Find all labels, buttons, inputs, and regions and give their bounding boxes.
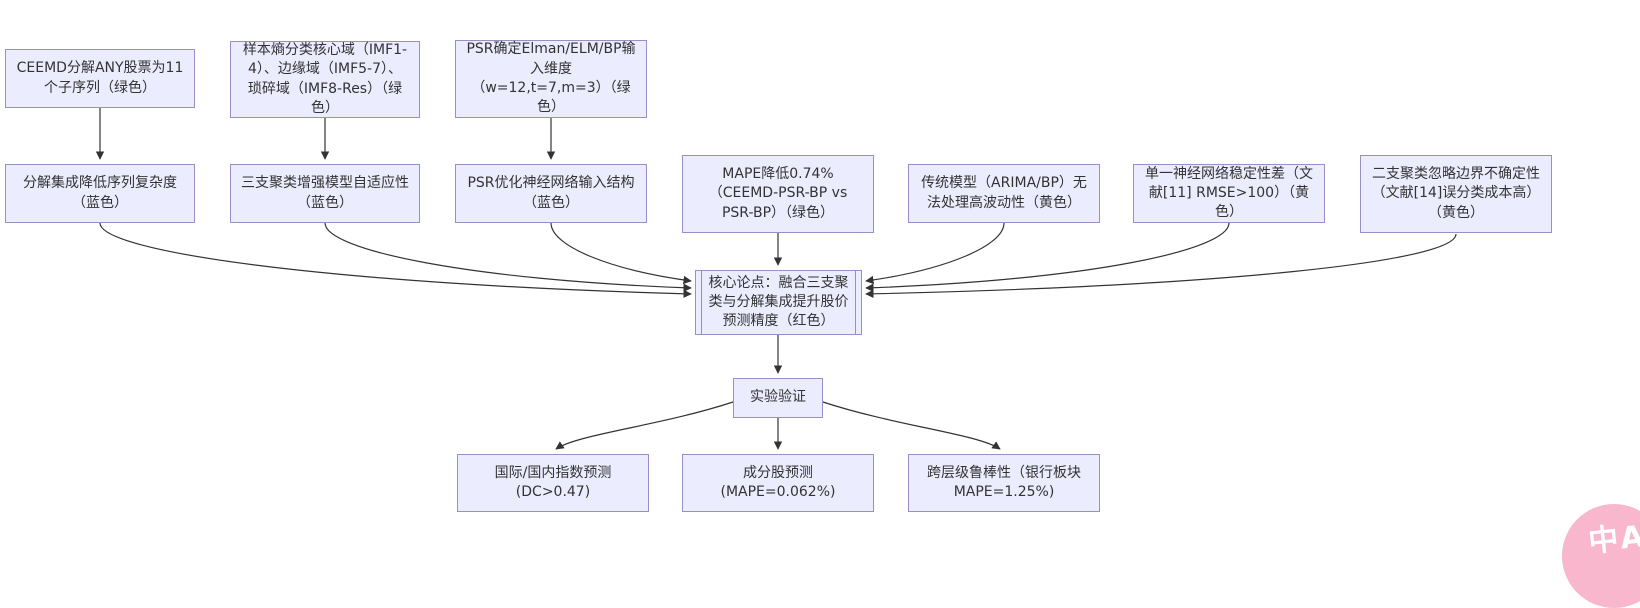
node-single-network-instability: 单一神经网络稳定性差（文献[11] RMSE>100）（黄色） — [1133, 164, 1325, 223]
node-core-thesis: 核心论点：融合三支聚类与分解集成提升股价预测精度（红色） — [695, 270, 862, 335]
translate-float-button[interactable]: 中A — [1562, 504, 1640, 608]
edge-b2-core — [324, 222, 692, 292]
node-psr-input-dimension: PSR确定Elman/ELM/BP输入维度（w=12,t=7,m=3）（绿色） — [455, 40, 647, 118]
node-mape-reduction: MAPE降低0.74%（CEEMD-PSR-BP vs PSR-BP）（绿色） — [682, 155, 874, 233]
node-ceemd-decompose: CEEMD分解ANY股票为11个子序列（绿色） — [5, 49, 195, 108]
node-psr-optimizes-input-structure: PSR优化神经网络输入结构（蓝色） — [455, 164, 647, 223]
node-traditional-model-limitation: 传统模型（ARIMA/BP）无法处理高波动性（黄色） — [908, 164, 1100, 223]
node-cross-level-robustness: 跨层级鲁棒性（银行板块MAPE=1.25%) — [908, 454, 1100, 512]
node-two-way-clustering-limitation: 二支聚类忽略边界不确定性（文献[14]误分类成本高）（黄色） — [1360, 155, 1552, 233]
node-experiment-validation: 实验验证 — [733, 378, 823, 418]
edge-b3-core — [550, 222, 692, 285]
edge-exp-c3 — [822, 401, 1001, 450]
flowchart-canvas: CEEMD分解ANY股票为11个子序列（绿色） 样本熵分类核心域（IMF1-4）… — [5, 40, 1640, 608]
node-index-prediction: 国际/国内指数预测 (DC>0.47) — [457, 454, 649, 512]
edge-b1-core — [99, 222, 692, 298]
node-three-way-clustering-adaptivity: 三支聚类增强模型自适应性（蓝色） — [230, 164, 420, 223]
node-decomposition-reduces-complexity: 分解集成降低序列复杂度（蓝色） — [5, 164, 195, 223]
edge-exp-c1 — [555, 401, 734, 450]
node-sample-entropy-domains: 样本熵分类核心域（IMF1-4）、边缘域（IMF5-7）、琐碎域（IMF8-Re… — [230, 41, 420, 118]
edge-b7-core — [865, 233, 1457, 299]
edge-b5-core — [865, 222, 1005, 285]
translate-icon: 中A — [1586, 519, 1640, 560]
edge-b6-core — [865, 222, 1230, 292]
node-constituent-stock-prediction: 成分股预测 (MAPE=0.062%) — [682, 454, 874, 512]
